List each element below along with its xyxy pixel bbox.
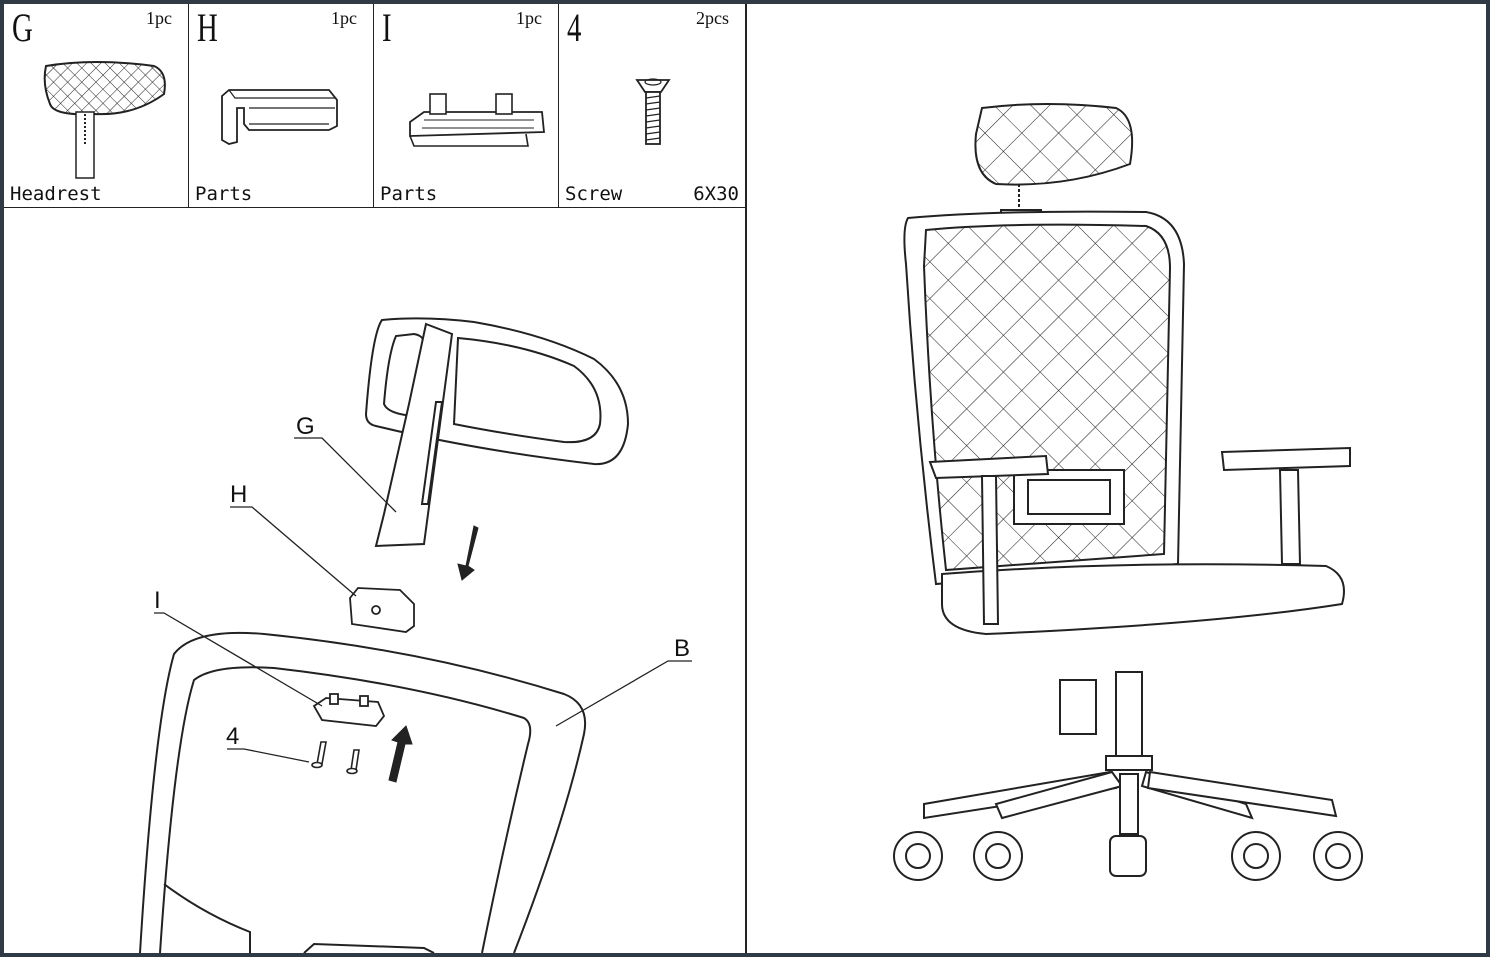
assembled-chair-drawing (893, 103, 1363, 881)
part-letter: G (12, 5, 33, 50)
headrest-frame-drawing (364, 317, 630, 548)
part-cell-i: I 1pc Parts (374, 4, 559, 207)
part-cell-screw: 4 2pcs Screw 6X30 (559, 4, 745, 207)
part-name: Parts (380, 183, 438, 205)
parts-list: G 1pc Headrest H 1pc Par (4, 4, 745, 208)
callout-i: I (154, 587, 161, 614)
instruction-sheet: G 1pc Headrest H 1pc Par (4, 4, 1486, 953)
callout-g: G (296, 413, 315, 440)
part-quantity: 2pcs (696, 8, 729, 28)
part-letter: 4 (567, 5, 582, 50)
screw-drawings (311, 741, 360, 775)
part-name: Headrest (10, 183, 102, 205)
assembly-diagram: G H I 4 B (139, 317, 692, 953)
part-quantity: 1pc (516, 8, 542, 28)
callout-h: H (230, 481, 247, 508)
part-spec: 6X30 (693, 183, 739, 205)
part-letter: H (197, 5, 218, 50)
part-cell-h: H 1pc Parts (189, 4, 374, 207)
callout-b: B (674, 635, 690, 662)
part-cell-g: G 1pc Headrest (4, 4, 189, 207)
part-quantity: 1pc (331, 8, 357, 28)
part-name: Screw (565, 183, 623, 205)
part-quantity: 1pc (146, 8, 172, 28)
caster-wheels (893, 831, 1363, 881)
headrest-icon (43, 61, 166, 179)
mount-part-icon (409, 93, 545, 147)
screw-icon (635, 78, 671, 145)
panel-divider (745, 4, 747, 953)
direction-arrows (388, 525, 479, 783)
leader-lines (154, 437, 692, 763)
part-letter: I (382, 5, 392, 50)
bracket-h-drawing (349, 587, 415, 633)
mount-i-drawing (312, 693, 386, 727)
callout-screw: 4 (226, 723, 239, 750)
part-name: Parts (195, 183, 253, 205)
bracket-part-icon (221, 89, 338, 145)
backrest-b-drawing (139, 631, 586, 953)
